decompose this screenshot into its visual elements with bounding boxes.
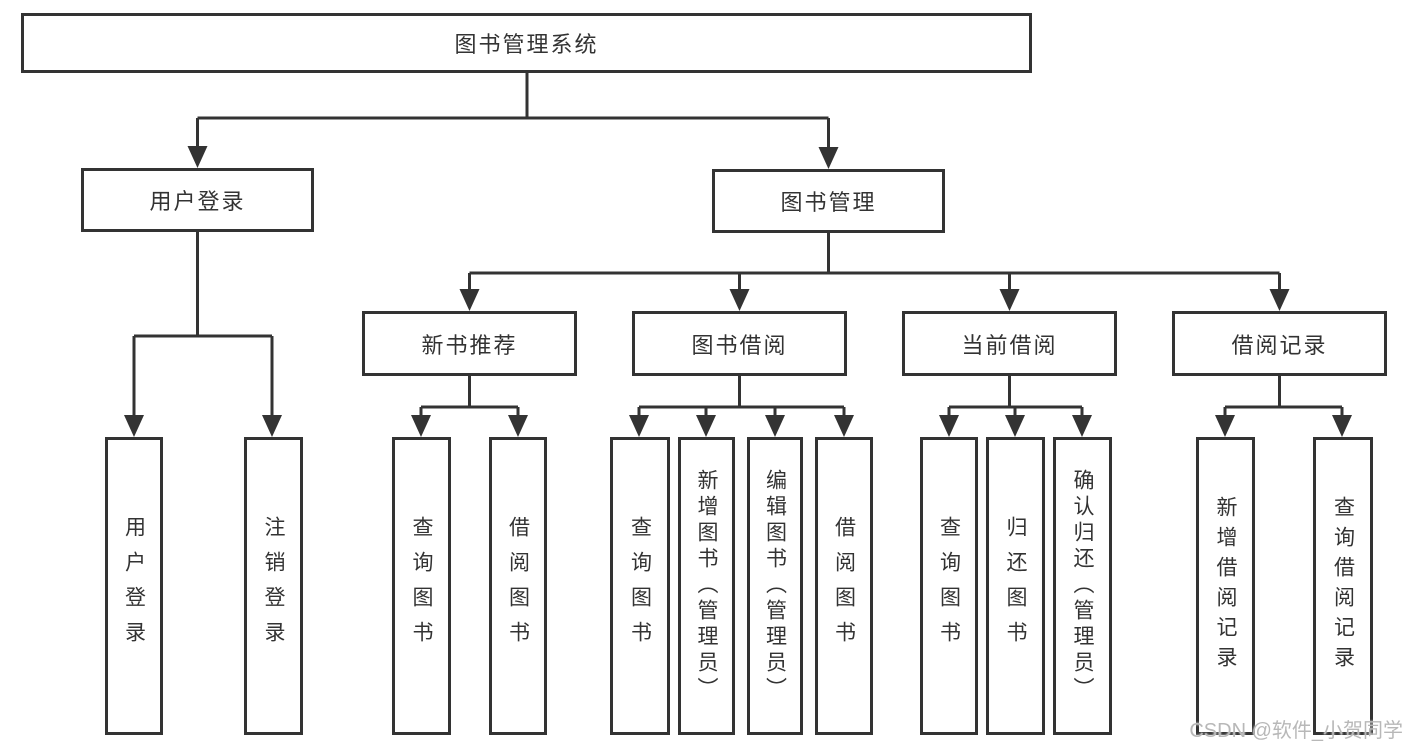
node-label: 查询借阅记录 <box>1331 496 1355 676</box>
node-user-login: 用户登录 <box>81 168 314 232</box>
node-label: 新增图书（管理员） <box>695 469 718 703</box>
node-label: 图书借阅 <box>691 332 788 358</box>
leaf-query-books-recommend: 查询图书 <box>392 437 451 735</box>
connector-book-management-split <box>459 233 1290 311</box>
node-current-borrowing: 当前借阅 <box>902 311 1117 376</box>
csdn-watermark: CSDN @软件_小贺同学 <box>1189 720 1403 742</box>
connector-book-borrowing-split <box>629 376 854 437</box>
connector-root-split <box>187 73 839 169</box>
node-label: 用户登录 <box>122 516 146 656</box>
connector-borrowing-records-split <box>1215 376 1352 437</box>
leaf-add-books-admin: 新增图书（管理员） <box>678 437 735 735</box>
node-book-borrowing: 图书借阅 <box>632 311 847 376</box>
connector-new-book-recommend-split <box>411 376 528 437</box>
leaf-borrow-books: 借阅图书 <box>815 437 873 735</box>
leaf-return-books: 归还图书 <box>986 437 1045 735</box>
node-new-book-recommend: 新书推荐 <box>362 311 577 376</box>
node-label: 借阅图书 <box>506 516 530 656</box>
leaf-edit-books-admin: 编辑图书（管理员） <box>747 437 803 735</box>
node-label: 图书管理系统 <box>454 32 599 57</box>
leaf-confirm-return-admin: 确认归还（管理员） <box>1053 437 1112 735</box>
node-label: 编辑图书（管理员） <box>763 469 787 703</box>
node-label: 查询图书 <box>410 516 433 656</box>
node-label: 当前借阅 <box>961 332 1058 358</box>
node-label: 查询图书 <box>628 516 652 656</box>
node-label: 新增借阅记录 <box>1214 496 1237 676</box>
leaf-logout: 注销登录 <box>244 437 303 735</box>
node-label: 新书推荐 <box>421 332 518 358</box>
leaf-user-login: 用户登录 <box>105 437 163 735</box>
node-label: 图书管理 <box>780 190 877 215</box>
leaf-query-borrow-record: 查询借阅记录 <box>1313 437 1373 735</box>
node-label: 借阅图书 <box>832 516 856 656</box>
node-borrowing-records: 借阅记录 <box>1172 311 1387 376</box>
node-book-management: 图书管理 <box>712 169 945 233</box>
node-library-management-system: 图书管理系统 <box>21 13 1032 73</box>
leaf-add-borrow-record: 新增借阅记录 <box>1196 437 1255 735</box>
node-label: 注销登录 <box>262 516 285 656</box>
node-label: 用户登录 <box>149 189 246 214</box>
node-label: 查询图书 <box>937 516 961 656</box>
connector-current-borrowing-split <box>939 376 1092 437</box>
node-label: 借阅记录 <box>1231 332 1328 358</box>
leaf-query-books-borrowing: 查询图书 <box>610 437 670 735</box>
node-label: 归还图书 <box>1004 516 1027 656</box>
leaf-borrow-books-recommend: 借阅图书 <box>489 437 547 735</box>
connector-user-login-split <box>124 232 282 437</box>
leaf-query-books-current: 查询图书 <box>920 437 978 735</box>
node-label: 确认归还（管理员） <box>1071 469 1094 703</box>
